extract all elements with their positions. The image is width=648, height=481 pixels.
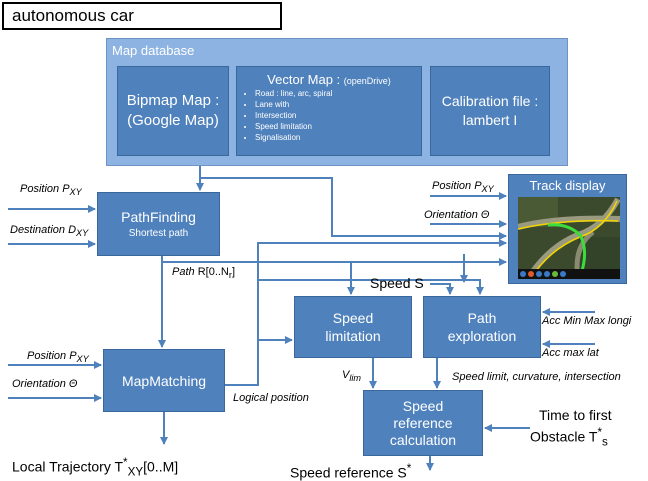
speed-s-label: Speed S xyxy=(370,275,424,291)
speed-limitation-block: Speed limitation xyxy=(294,296,412,358)
track-map-graphic xyxy=(518,197,620,279)
obstacle-label: Obstacle T*s xyxy=(530,426,608,449)
vector-item: Road : line, arc, spiral xyxy=(255,88,421,99)
time-first-label: Time to first xyxy=(539,407,612,423)
pf-destination-label: Destination DXY xyxy=(10,224,89,239)
speed-reference-output-label: Speed reference S* xyxy=(290,462,412,481)
path-label: Path R[0..Nr] xyxy=(172,266,235,281)
acc-longi-label: Acc Min Max longi xyxy=(542,315,632,327)
logical-position-label: Logical position xyxy=(233,392,309,404)
track-map-image xyxy=(518,197,620,279)
mapmatching-label: MapMatching xyxy=(121,372,207,389)
diagram-title: autonomous car xyxy=(2,2,282,30)
td-orientation-label: Orientation Θ xyxy=(424,209,490,221)
local-trajectory-label: Local Trajectory T*XY[0..M] xyxy=(12,456,179,479)
track-display-title: Track display xyxy=(529,178,606,193)
vector-map-box: Vector Map : (openDrive) Road : line, ar… xyxy=(236,66,422,156)
pathfinding-label: PathFinding xyxy=(121,209,196,225)
vector-item: Signalisation xyxy=(255,132,421,143)
calibration-box: Calibration file : lambert I xyxy=(430,66,550,156)
td-position-label: Position PXY xyxy=(432,180,494,195)
calibration-line-1: Calibration file : xyxy=(441,93,539,109)
speed-limitation-line-2: limitation xyxy=(325,328,381,344)
vector-item: Intersection xyxy=(255,110,421,121)
path-exploration-block: Path exploration xyxy=(423,296,541,358)
pathfinding-block: PathFinding Shortest path xyxy=(97,192,220,256)
path-exploration-line-2: exploration xyxy=(447,328,517,344)
speed-reference-block: Speed reference calculation xyxy=(363,390,483,456)
vlim-label: Vlim xyxy=(342,369,362,384)
track-display-block: Track display xyxy=(508,174,627,284)
vector-item: Lane with xyxy=(255,99,421,110)
speed-reference-line-3: calculation xyxy=(389,431,457,448)
map-database-title: Map database xyxy=(112,43,195,58)
pathfinding-sublabel: Shortest path xyxy=(128,228,189,239)
speed-reference-line-1: Speed xyxy=(402,397,444,414)
path-exploration-line-1: Path xyxy=(467,310,497,326)
calibration-line-2: lambert I xyxy=(462,112,518,128)
vector-map-list: Road : line, arc, spiral Lane with Inter… xyxy=(237,88,421,143)
vector-map-subtitle: (openDrive) xyxy=(343,76,391,86)
mm-position-label: Position PXY xyxy=(27,350,89,365)
mapmatching-block: MapMatching xyxy=(103,349,225,412)
speed-reference-line-2: reference xyxy=(393,414,453,431)
bipmap-line-1: Bipmap Map : xyxy=(126,92,220,109)
speed-limitation-line-1: Speed xyxy=(332,310,374,326)
acc-lat-label: Acc max lat xyxy=(542,347,599,359)
vector-item: Speed limitation xyxy=(255,121,421,132)
bipmap-line-2: (Google Map) xyxy=(127,112,219,129)
bipmap-box: Bipmap Map : (Google Map) xyxy=(117,66,229,156)
speed-limit-info-label: Speed limit, curvature, intersection xyxy=(452,371,621,383)
vector-map-title: Vector Map : xyxy=(267,72,341,87)
mm-orientation-label: Orientation Θ xyxy=(12,378,78,390)
pf-position-label: Position PXY xyxy=(20,183,82,198)
